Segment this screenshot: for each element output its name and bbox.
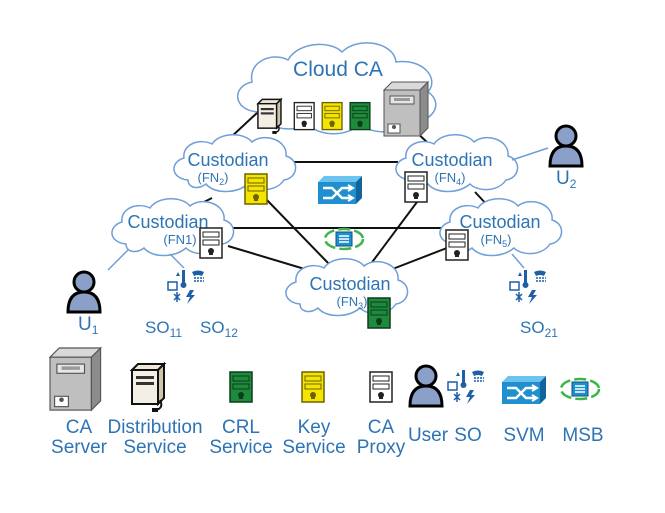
so-fn5-link [511, 253, 525, 269]
link-fn4-fn3 [369, 197, 421, 266]
fn3-custodian-label: Custodian [309, 274, 390, 294]
legend-ca-proxy-line2: Proxy [356, 437, 406, 458]
legend-distribution-line2: Service [123, 437, 187, 458]
so12-label: SO12 [200, 318, 238, 340]
cloud-distribution-service-icon [257, 98, 282, 135]
fn4-custodian-label: Custodian [411, 150, 492, 170]
fn2-id-label: (FN2) [197, 170, 228, 187]
custodian-fn1: Custodian (FN1) [111, 198, 235, 259]
legend-crl-service-label: CRL Service [206, 418, 276, 458]
legend-ca-server-icon [49, 347, 102, 411]
cloud-ca-server-icon [383, 81, 429, 137]
legend-ca-proxy-label: CA Proxy [350, 418, 412, 458]
cloud-ca-proxy-icon [293, 101, 315, 131]
cloud-crl-service-icon [349, 101, 371, 131]
fn5-ca-proxy-icon [445, 229, 469, 261]
u2-wireless-link [511, 147, 549, 161]
link-fn1-fn3 [227, 245, 309, 271]
legend-key-service-label: Key Service [278, 418, 350, 458]
u1-wireless-link [107, 249, 129, 271]
legend-user-label: User [407, 425, 449, 446]
legend-svm-icon [500, 374, 548, 406]
cloud-key-service-icon [321, 101, 343, 131]
fn1-custodian-label: Custodian [127, 212, 208, 232]
user-u1-label: U1 [78, 314, 99, 337]
legend-msb-icon [559, 377, 601, 401]
fn4-ca-proxy-icon [404, 171, 428, 203]
legend-svm-label: SVM [503, 425, 545, 446]
fn3-id-label: (FN3) [336, 294, 367, 311]
fn5-id-label: (FN5) [480, 232, 511, 249]
legend-ca-proxy-icon [369, 371, 393, 403]
legend-distribution-line1: Distribution [107, 417, 203, 438]
legend-distribution-service-icon [131, 363, 165, 413]
fn5-custodian-label: Custodian [459, 212, 540, 232]
legend-key-line1: Key [297, 417, 331, 438]
cloud-ca: Cloud CA [236, 42, 437, 137]
legend-ca-server-line2: Server [51, 437, 107, 458]
legend-ca-proxy-line1: CA [367, 417, 395, 438]
custodian-fn5: Custodian (FN5) [439, 198, 563, 261]
fn1-ca-proxy-icon [199, 227, 223, 259]
center-msb-icon [323, 227, 365, 251]
user-u2-icon [548, 124, 584, 168]
center-svm-icon [316, 174, 364, 206]
fn4-id-label: (FN4) [434, 170, 465, 187]
legend-key-service-icon [301, 371, 325, 403]
so11-label: SO11 [145, 318, 182, 340]
fn3-crl-service-icon [367, 297, 391, 329]
fn2-key-service-icon [244, 173, 268, 205]
legend-distribution-service-label: Distribution Service [100, 418, 210, 458]
custodian-fn3: Custodian (FN3) [285, 258, 409, 329]
link-cloud-fn2 [229, 111, 259, 139]
legend-so-icon [447, 369, 485, 405]
legend-ca-server-line1: CA [65, 417, 93, 438]
fn2-custodian-label: Custodian [187, 150, 268, 170]
so-group-fn1-icon [167, 269, 205, 305]
legend-icons [49, 347, 601, 413]
legend-key-line2: Service [282, 437, 346, 458]
cloud-ca-label: Cloud CA [293, 58, 383, 81]
fn1-id-label: (FN1) [163, 232, 196, 247]
user-u1-icon [66, 270, 102, 314]
link-fn5-fn3 [389, 245, 453, 271]
custodian-fn4: Custodian (FN4) [395, 134, 519, 203]
so-group-fn5-icon [509, 269, 547, 305]
legend-so-label: SO [454, 425, 482, 446]
legend-ca-server-label: CA Server [44, 418, 114, 458]
so21-label: SO21 [520, 318, 558, 340]
legend-msb-label: MSB [562, 425, 604, 446]
so-fn1-link [169, 253, 185, 269]
legend-user-icon [408, 364, 444, 408]
legend-crl-service-icon [229, 371, 253, 403]
legend-crl-line1: CRL [221, 417, 260, 438]
custodian-fn2: Custodian (FN2) [173, 134, 297, 205]
legend-crl-line2: Service [209, 437, 273, 458]
user-u2-label: U2 [556, 168, 577, 191]
link-fn2-fn3 [264, 197, 331, 266]
